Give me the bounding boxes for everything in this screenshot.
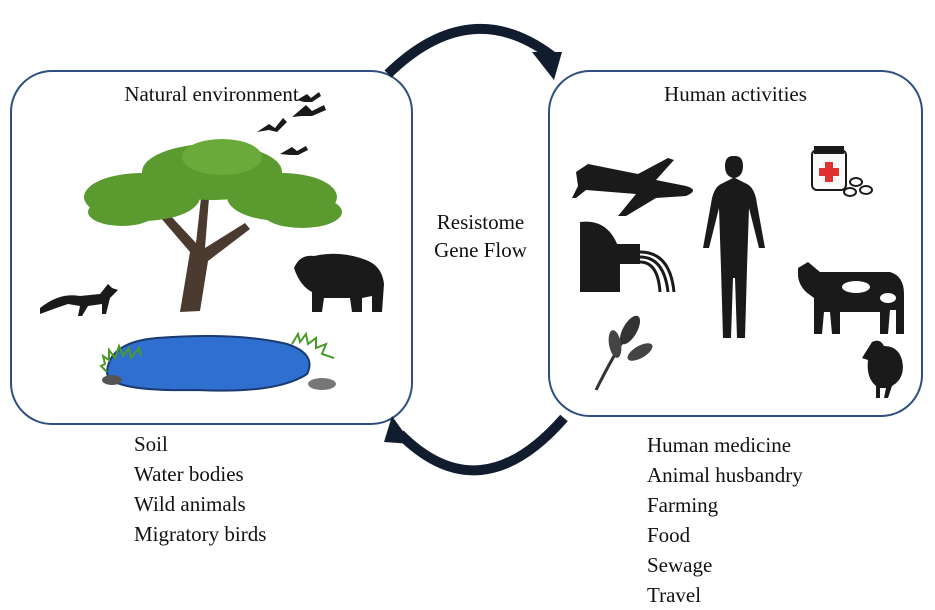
human-activities-panel: Human activities (548, 70, 923, 417)
cow-icon (798, 262, 904, 334)
top-arrow (388, 29, 562, 80)
airplane-icon (572, 158, 693, 216)
list-item: Food (647, 520, 803, 550)
list-item: Soil (134, 429, 266, 459)
chicken-icon (862, 341, 903, 398)
birds-icon (257, 92, 326, 155)
list-item: Sewage (647, 550, 803, 580)
sewage-icon (580, 222, 674, 292)
bottom-arrow (384, 416, 564, 470)
list-item: Animal husbandry (647, 460, 803, 490)
bear-icon (294, 254, 384, 312)
natural-environment-list: Soil Water bodies Wild animals Migratory… (134, 429, 266, 549)
flow-line-1: Resistome (413, 208, 548, 236)
fox-icon (40, 284, 118, 316)
wheat-icon (596, 313, 655, 390)
natural-environment-illustration (12, 72, 413, 425)
human-activities-illustration (550, 72, 923, 417)
pond-icon (101, 334, 336, 391)
gene-flow-label: Resistome Gene Flow (413, 208, 548, 264)
human-figure-icon (703, 156, 765, 338)
natural-environment-panel: Natural environment (10, 70, 413, 425)
human-activities-list: Human medicine Animal husbandry Farming … (647, 430, 803, 610)
list-item: Wild animals (134, 489, 266, 519)
list-item: Farming (647, 490, 803, 520)
medicine-icon (812, 146, 872, 196)
list-item: Migratory birds (134, 519, 266, 549)
list-item: Water bodies (134, 459, 266, 489)
flow-line-2: Gene Flow (413, 236, 548, 264)
tree-icon (84, 139, 342, 312)
list-item: Human medicine (647, 430, 803, 460)
